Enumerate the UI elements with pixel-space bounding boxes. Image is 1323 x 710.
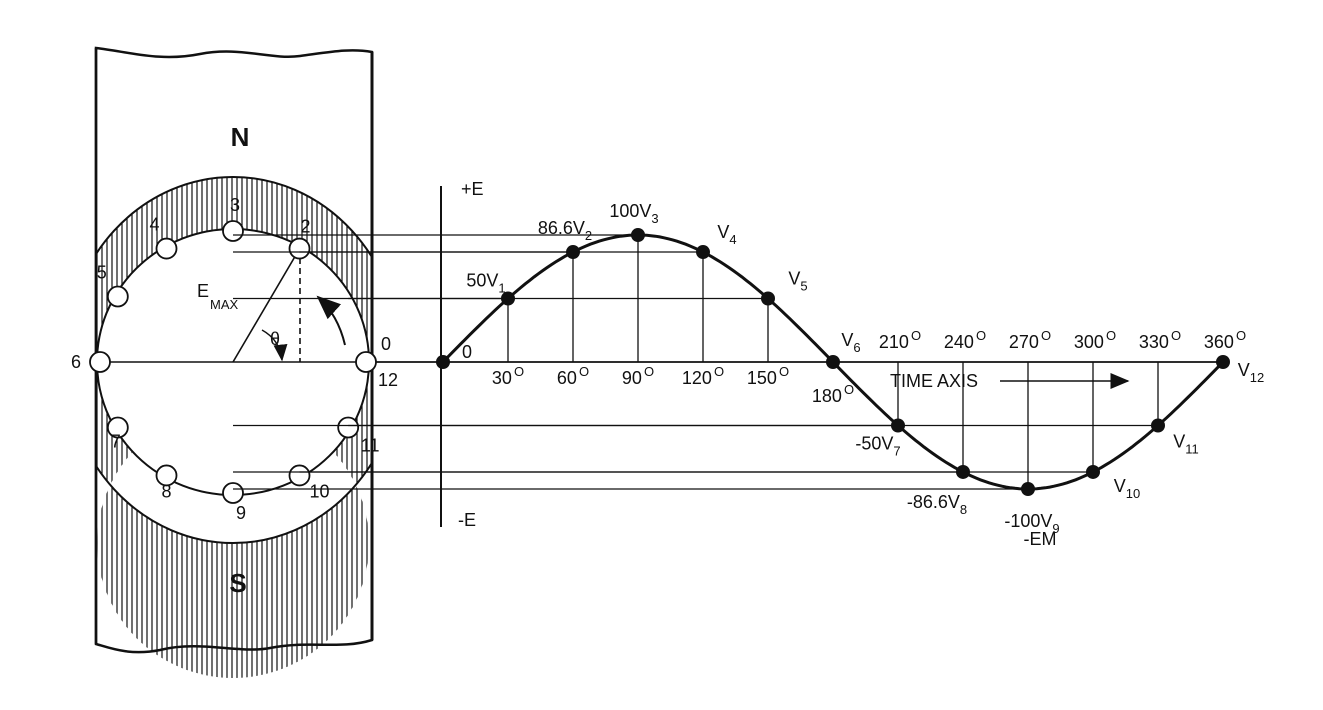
- data-point-300: [1086, 464, 1100, 479]
- plus-e-label: +E: [461, 179, 484, 199]
- conductor-9: [222, 482, 244, 504]
- conductor-7: [106, 416, 129, 439]
- point-label-v10: V10: [1114, 476, 1140, 501]
- point-label-v2: 86.6V2: [538, 218, 592, 243]
- conductor-2: [288, 237, 311, 260]
- point-label-v5: V5: [788, 269, 807, 294]
- conductor-8: [155, 464, 178, 487]
- minus-e-label: -E: [458, 510, 476, 530]
- conductor-label-4: 4: [149, 215, 159, 235]
- point-label-v6: V6: [841, 330, 860, 355]
- em-label: -EM: [1024, 529, 1057, 549]
- conductor-label-3: 3: [230, 195, 240, 215]
- conductor-0: [355, 351, 377, 373]
- conductor-label-6: 6: [71, 352, 81, 372]
- data-point-210: [891, 418, 905, 433]
- point-label-v4: V4: [717, 222, 736, 247]
- conductor-label-5: 5: [97, 263, 107, 283]
- conductor-label-11: 11: [361, 436, 380, 456]
- pole-north-label: N: [231, 122, 250, 152]
- data-point-150: [761, 291, 775, 306]
- conductor-label-9: 9: [236, 503, 246, 523]
- data-point-240: [956, 464, 970, 479]
- data-point-120: [696, 245, 710, 260]
- data-point-90: [631, 228, 645, 242]
- conductor-label-12: 12: [378, 370, 398, 390]
- conductor-label-7: 7: [111, 432, 121, 452]
- pole-south-label: S: [229, 568, 246, 598]
- data-point-30: [501, 291, 515, 306]
- pole-face-outline: [96, 176, 372, 544]
- point-label-v7: -50V7: [855, 434, 900, 459]
- point-label-v1: 50V1: [466, 271, 505, 296]
- rotation-arrow: [316, 295, 346, 346]
- point-label-v11: V11: [1173, 432, 1199, 457]
- data-point-360: [1216, 355, 1230, 369]
- time-axis-label: TIME AXIS: [890, 371, 978, 391]
- point-label-v12: V12: [1238, 360, 1264, 385]
- data-point-180: [826, 355, 840, 369]
- conductor-5: [106, 285, 129, 308]
- emax-label: EMAX: [197, 281, 239, 312]
- conductor-label-0: 0: [381, 334, 391, 354]
- origin-label: 0: [462, 342, 472, 362]
- conductor-label-8: 8: [161, 481, 171, 501]
- conductor-10: [288, 464, 311, 487]
- data-point-330: [1151, 418, 1165, 433]
- data-point-0: [436, 355, 450, 369]
- conductor-4: [155, 237, 178, 260]
- conductor-11: [337, 416, 360, 439]
- conductor-label-10: 10: [309, 481, 329, 501]
- point-label-v3: 100V3: [609, 201, 658, 226]
- data-point-60: [566, 245, 580, 260]
- data-point-270: [1021, 482, 1035, 496]
- conductor-6: [89, 351, 111, 373]
- conductor-label-2: 2: [300, 217, 310, 237]
- emax-vector: [232, 247, 301, 363]
- conductor-3: [222, 220, 244, 242]
- theta-arc: [261, 329, 288, 362]
- theta-label: θ: [270, 329, 280, 349]
- point-label-v8: -86.6V8: [907, 492, 967, 517]
